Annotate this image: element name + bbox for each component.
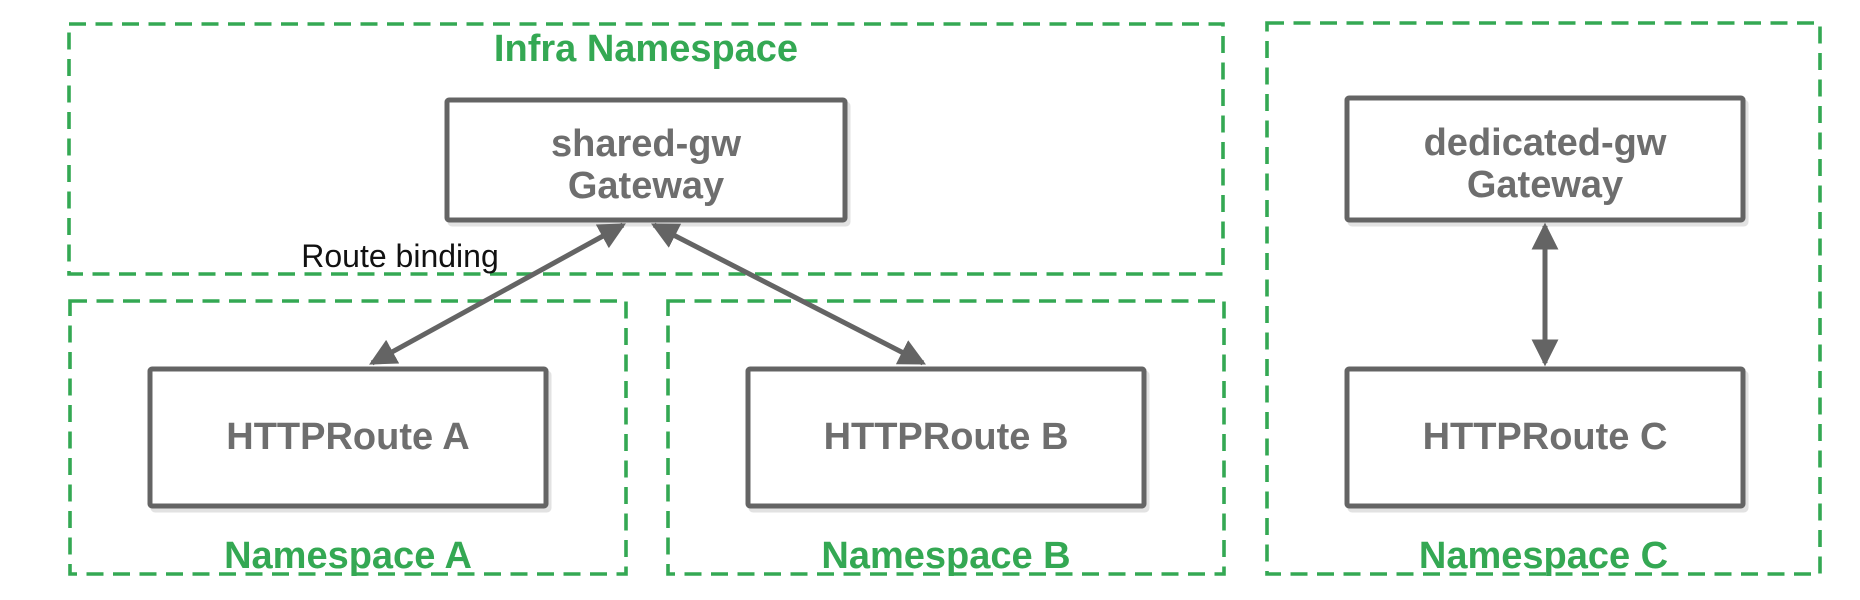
dedicated-gw-name-line: dedicated-gw xyxy=(1423,122,1667,164)
httproute-a-box xyxy=(147,366,549,509)
httproute-c-box xyxy=(1344,366,1746,509)
namespace-c-boundary xyxy=(1265,21,1822,576)
infra-namespace-title: Infra Namespace xyxy=(493,28,799,70)
shared-gw-gateway-box xyxy=(444,97,848,223)
route-b-to-shared-gw-arrow xyxy=(650,222,927,366)
dedicated-gw-gateway-box xyxy=(1344,95,1746,223)
namespace-a-boundary xyxy=(68,299,628,576)
namespace-c-title: Namespace C xyxy=(1418,535,1669,577)
httproute-b-label: HTTPRoute B xyxy=(823,416,1069,458)
httproute-c-label: HTTPRoute C xyxy=(1422,416,1668,458)
dedicated-gw-gateway-label: dedicated-gw Gateway xyxy=(1347,122,1743,206)
route-binding-annotation: Route binding xyxy=(301,238,499,274)
shared-gw-kind-line: Gateway xyxy=(567,165,725,207)
httproute-a-label: HTTPRoute A xyxy=(226,416,470,458)
shared-gw-gateway-label: shared-gw Gateway xyxy=(447,123,845,207)
infra-namespace-boundary xyxy=(67,22,1225,276)
namespace-b-title: Namespace B xyxy=(821,535,1071,577)
namespace-b-boundary xyxy=(666,299,1226,576)
httproute-b-box xyxy=(745,366,1147,509)
dedicated-gw-kind-line: Gateway xyxy=(1466,164,1624,206)
shared-gw-name-line: shared-gw xyxy=(550,123,742,165)
namespace-a-title: Namespace A xyxy=(224,535,472,577)
route-a-to-shared-gw-arrow xyxy=(369,222,626,366)
